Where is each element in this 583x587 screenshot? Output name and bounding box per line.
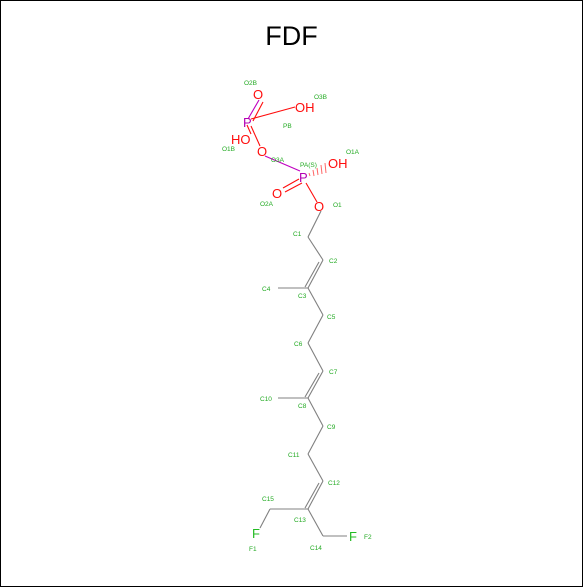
label-c12: C12 xyxy=(328,480,340,487)
atom-layer: O OH P HO O P OH O O F F xyxy=(231,87,357,544)
wedge-hash xyxy=(308,172,311,177)
bond-c11-c12 xyxy=(307,453,324,482)
bond-pa-o1 xyxy=(305,182,318,203)
atom-o1b: HO xyxy=(231,132,251,147)
atom-o1a: OH xyxy=(328,156,348,171)
label-c6: C6 xyxy=(294,341,303,348)
label-layer: O2B O3B PB O1B O3A PA(S) O1A O2A O1 C1 C… xyxy=(222,80,372,553)
bond-c12-c13 xyxy=(307,480,324,510)
bond-c5-c6 xyxy=(307,314,324,344)
atom-o3b: OH xyxy=(295,100,315,115)
label-c2: C2 xyxy=(329,258,338,265)
label-c3: C3 xyxy=(298,293,307,300)
label-c4: C4 xyxy=(262,286,271,293)
label-c11: C11 xyxy=(288,452,300,459)
atom-pb: P xyxy=(243,115,252,130)
bond-o1-c1 xyxy=(307,210,322,238)
bond-pb-o2b xyxy=(247,99,260,120)
bond-o3a-pa xyxy=(264,155,301,172)
bond-c13-c14 xyxy=(307,508,324,537)
label-o3b: O3B xyxy=(314,94,327,101)
bond-c15-f1 xyxy=(259,508,271,529)
bond-c2-c3-second xyxy=(304,261,320,288)
atom-f1: F xyxy=(252,526,260,541)
label-c5: C5 xyxy=(327,314,336,321)
label-o1a: O1A xyxy=(346,149,360,156)
label-c15: C15 xyxy=(262,496,274,503)
bond-pb-o3b xyxy=(250,106,296,120)
bond-c7-c8-second xyxy=(304,372,320,398)
label-c9: C9 xyxy=(327,424,336,431)
bond-c12-c13-second xyxy=(304,482,320,509)
atom-o3a: O xyxy=(257,144,267,159)
bond-c9-c11 xyxy=(307,425,324,455)
label-c8: C8 xyxy=(298,403,307,410)
atom-o2a: O xyxy=(272,186,282,201)
bond-c6-c7 xyxy=(307,342,324,372)
bond-c3-c5 xyxy=(307,287,324,316)
bond-c7-c8 xyxy=(307,370,324,399)
atom-pa: P xyxy=(299,170,308,185)
bond-c8-c9 xyxy=(307,397,324,427)
label-c13: C13 xyxy=(294,517,306,524)
label-o2b: O2B xyxy=(244,80,257,87)
label-o1b: O1B xyxy=(222,146,235,153)
bond-layer xyxy=(246,99,347,537)
molecule-title: FDF xyxy=(265,21,318,51)
label-o3a: O3A xyxy=(271,157,285,164)
label-f2: F2 xyxy=(364,534,372,541)
wedge-hash xyxy=(312,169,315,177)
wedge-hash xyxy=(324,162,327,174)
wedge-hash xyxy=(316,167,319,176)
bond-pa-o2a-second xyxy=(284,182,303,193)
bond-c2-c3 xyxy=(307,259,324,289)
label-c14: C14 xyxy=(310,545,322,552)
atom-o2b: O xyxy=(253,87,263,102)
wedge-hash xyxy=(320,164,323,175)
label-f1: F1 xyxy=(249,546,257,553)
label-c10: C10 xyxy=(260,396,272,403)
label-o2a: O2A xyxy=(260,201,274,208)
bond-c1-c2 xyxy=(307,236,324,261)
atom-o1: O xyxy=(314,199,324,214)
label-c7: C7 xyxy=(329,369,338,376)
label-pb: PB xyxy=(283,123,292,130)
label-c1: C1 xyxy=(293,231,302,238)
label-o1: O1 xyxy=(333,202,342,209)
bond-pb-o3a xyxy=(250,125,261,147)
atom-f2: F xyxy=(349,529,357,544)
label-pa: PA(S) xyxy=(300,162,317,169)
bond-pa-o2a xyxy=(282,178,300,189)
bond-pb-o1b xyxy=(246,124,252,135)
bond-pa-o1a-wedge xyxy=(308,162,327,177)
